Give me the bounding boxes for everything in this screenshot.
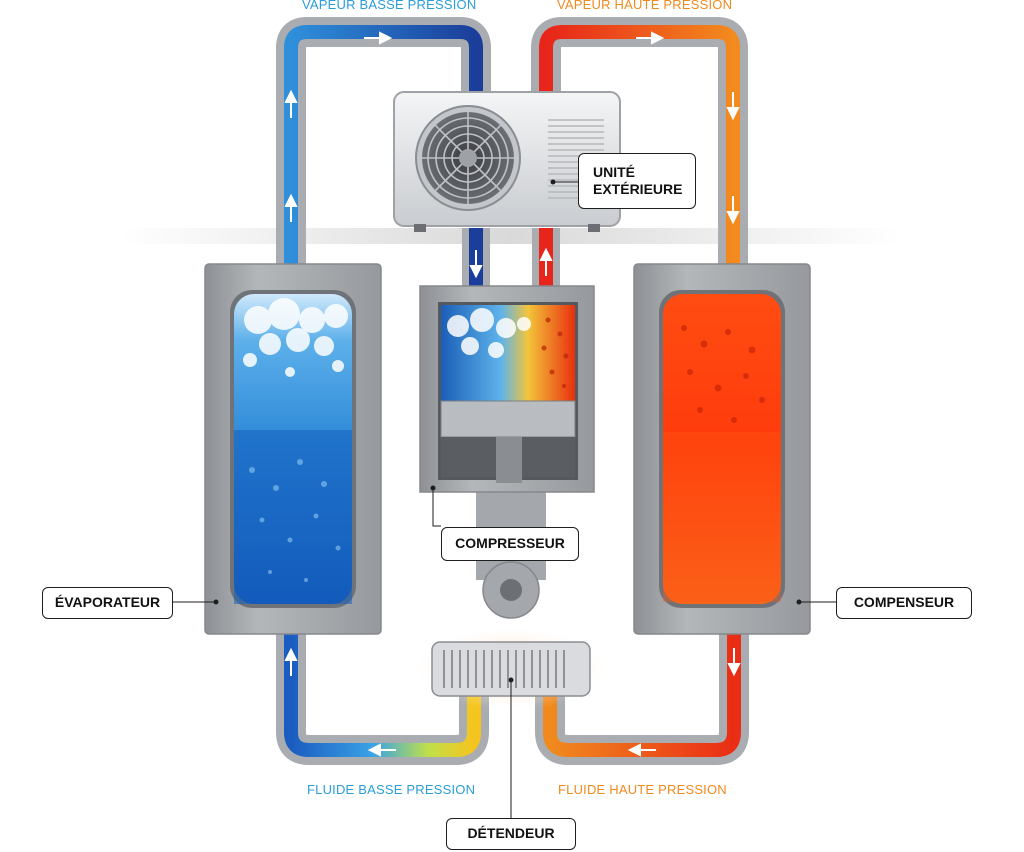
arrow-up-icon — [284, 193, 298, 222]
compressor — [419, 285, 595, 619]
piston-rod — [496, 437, 522, 483]
arrow-right-icon — [364, 31, 393, 45]
callout-outdoor-unit-line1: UNITÉ — [593, 163, 635, 180]
label-vapor-high-pressure: VAPEUR HAUTE PRESSION — [557, 0, 733, 12]
compressor-vapor — [447, 308, 531, 358]
piston-head — [440, 400, 576, 438]
horizon-band — [120, 228, 900, 244]
arrow-right-icon — [636, 31, 665, 45]
callout-expansion-valve: DÉTENDEUR — [446, 818, 576, 850]
arrow-up-icon — [284, 647, 298, 676]
callout-compressor: COMPRESSEUR — [441, 527, 579, 561]
label-fluid-low-pressure: FLUIDE BASSE PRESSION — [307, 782, 476, 797]
pipe-vapor-low — [276, 17, 491, 285]
arrow-down-icon — [727, 648, 741, 677]
fan-icon — [415, 105, 521, 211]
flow-arrows — [284, 31, 741, 757]
label-fluid-high-pressure: FLUIDE HAUTE PRESSION — [558, 782, 727, 797]
arrow-down-icon — [469, 250, 483, 279]
liquid-drops — [249, 459, 341, 582]
arrow-up-icon — [284, 89, 298, 118]
evaporator — [172, 263, 382, 635]
pipe-vapor-high — [531, 17, 748, 285]
arrow-down-icon — [726, 92, 740, 121]
expansion-valve — [411, 626, 611, 822]
callout-evaporator: ÉVAPORATEUR — [42, 587, 173, 619]
condenser — [633, 263, 836, 635]
callout-outdoor-unit: UNITÉ EXTÉRIEURE — [578, 153, 696, 209]
label-vapor-low-pressure: VAPEUR BASSE PRESSION — [302, 0, 477, 12]
condensation-drops — [681, 325, 765, 423]
arrow-up-icon — [539, 247, 553, 276]
arrow-down-icon — [726, 196, 740, 225]
callout-outdoor-unit-line2: EXTÉRIEURE — [593, 181, 683, 197]
vapor-bubbles — [243, 298, 348, 377]
arrow-left-icon — [627, 743, 656, 757]
arrow-left-icon — [367, 743, 396, 757]
outdoor-unit — [393, 91, 621, 232]
callout-condenser: COMPENSEUR — [836, 587, 972, 619]
